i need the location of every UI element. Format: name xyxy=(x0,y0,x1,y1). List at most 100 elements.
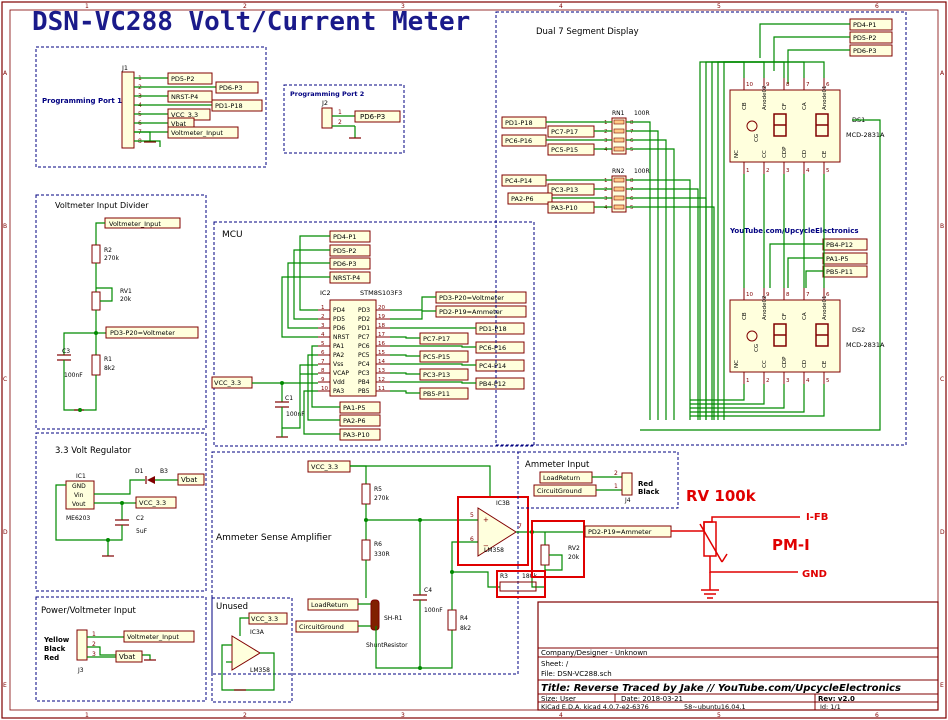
j1-label: PD1-P18 xyxy=(215,102,243,110)
unused-block: Unused VCC_3.3 IC3A LM358 xyxy=(211,597,293,703)
mcu-bottom-label: PA2-P6 xyxy=(343,417,366,425)
mcu-right-label: PD3-P20=Voltmeter xyxy=(439,294,504,302)
border-row-left: A xyxy=(3,70,8,77)
r2-value: 270k xyxy=(104,255,119,262)
mcu-left-pin: 9 xyxy=(321,377,325,383)
prog1-title: Programming Port 1 xyxy=(42,97,122,105)
power-label-vin: Voltmeter_Input xyxy=(127,633,179,641)
mcu-right-label: PD2-P19=Ammeter xyxy=(439,308,503,316)
rn-pin-right: 6 xyxy=(630,196,634,202)
border-col-bottom: 1 xyxy=(85,712,89,719)
j1-label: NRST-P4 xyxy=(171,93,198,101)
mcu-right-label: PB4-P12 xyxy=(479,380,506,388)
ds-ref: DS2 xyxy=(852,326,865,334)
wire-yellow: Yellow xyxy=(43,636,70,644)
j2-label: PD6-P3 xyxy=(360,113,385,121)
vdiv-title: Voltmeter Input Divider xyxy=(55,201,149,210)
ds-bot-pin: 4 xyxy=(806,378,810,384)
border-col-bottom: 2 xyxy=(243,712,247,719)
border-row-right: A xyxy=(940,70,945,77)
c4-value: 100nF xyxy=(424,607,443,614)
mcu-right-pin: 18 xyxy=(378,323,385,329)
title-block: Company/Designer - Unknown Sheet: / File… xyxy=(537,601,939,711)
mcu-right-name: PC3 xyxy=(358,370,370,377)
mcu-right-name: PC7 xyxy=(358,334,370,341)
ds-bot-pin: 3 xyxy=(786,378,790,384)
mcu-right-pin: 17 xyxy=(378,332,385,338)
power-title: Power/Voltmeter Input xyxy=(41,606,137,616)
rn-ref: RN2 xyxy=(612,168,625,175)
ds-bot-name: CE xyxy=(822,360,828,368)
ds-top-name: CF xyxy=(782,313,788,320)
j3-pin-3: 3 xyxy=(92,651,96,658)
ds-top-pin: 6 xyxy=(826,292,830,298)
mcu-left-pin: 4 xyxy=(321,332,325,338)
rn-value: 100R xyxy=(634,168,650,175)
rn-left-label: PC6-P16 xyxy=(505,137,532,145)
ic1-pin-gnd: GND xyxy=(72,483,86,490)
ds-value: MCD-2831A xyxy=(846,341,885,349)
tb-size: Size: User xyxy=(541,695,576,703)
c4-ref: C4 xyxy=(424,587,432,594)
mcu-right-pin: 12 xyxy=(378,377,385,383)
mcu-left-name: PD4 xyxy=(333,307,345,314)
rn-left-label: PC7-P17 xyxy=(551,128,578,136)
ds-bot-pin: 5 xyxy=(826,168,830,174)
prog2-title: Programming Port 2 xyxy=(290,90,364,98)
j1-label: Voltmeter_Input xyxy=(171,129,223,137)
ic1-pin-vin: Vin xyxy=(74,492,84,499)
mcu-right-name: PC6 xyxy=(358,343,370,350)
ds-side-cg: CG xyxy=(754,344,760,352)
ic3b-ref: IC3B xyxy=(496,500,510,507)
mcu-left-name: PD6 xyxy=(333,325,345,332)
rn-pin-right: 8 xyxy=(630,120,634,126)
tb-title: Title: Reverse Traced by Jake // YouTube… xyxy=(541,683,901,694)
border-col-top: 4 xyxy=(559,3,563,10)
rn-pin-left: 3 xyxy=(604,196,608,202)
mcu-left-pin: 5 xyxy=(321,341,325,347)
mcu-left-name: VCAP xyxy=(333,370,349,377)
mcu-right-label: PC3-P13 xyxy=(423,371,450,379)
ammeter-input-block: Ammeter Input LoadReturn CircuitGround 2… xyxy=(517,451,679,509)
mcu-right-label: PC5-P15 xyxy=(423,353,450,361)
border-row-right: C xyxy=(940,376,944,383)
ic1-ref: IC1 xyxy=(76,473,86,480)
ic3b-minus: − xyxy=(483,542,489,550)
ic3a-value: LM358 xyxy=(250,667,270,674)
border-col-top: 3 xyxy=(401,3,405,10)
ammin-title: Ammeter Input xyxy=(525,460,590,470)
ds-top-pin: 8 xyxy=(786,82,790,88)
ds-side-nc: NC xyxy=(734,150,740,158)
youtube-link[interactable]: YouTube.com/UpcycleElectronics xyxy=(729,227,859,235)
rn-pin-left: 3 xyxy=(604,138,608,144)
mcu-right-pin: 14 xyxy=(378,359,385,365)
ds-top-name: CF xyxy=(782,103,788,110)
c3-value: 100nF xyxy=(64,372,83,379)
rv1-ref: RV1 xyxy=(120,288,132,295)
mcu-bottom-label: PA1-P5 xyxy=(343,404,366,412)
mcu-left-name: Vdd xyxy=(333,379,345,386)
tb-kicad-2: 58~ubuntu16.04.1 xyxy=(684,703,746,711)
rn-pin-right: 6 xyxy=(630,138,634,144)
mcu-right-label: PC7-P17 xyxy=(423,335,450,343)
ds-value: MCD-2831A xyxy=(846,131,885,139)
ds-top-name: Anode01 xyxy=(822,86,828,111)
wire-black: Black xyxy=(44,645,66,653)
border-row-left: C xyxy=(3,376,7,383)
tb-rev: Rev: v2.0 xyxy=(818,695,855,703)
border-row-right: E xyxy=(940,682,944,689)
mcu-right-pin: 19 xyxy=(378,314,385,320)
border-col-bottom: 4 xyxy=(559,712,563,719)
ic3b-plus: + xyxy=(483,516,489,524)
rn-pin-left: 1 xyxy=(604,178,608,184)
ic1-value: ME6203 xyxy=(66,515,90,522)
mcu-left-pin: 7 xyxy=(321,359,325,365)
border-row-right: B xyxy=(940,223,944,230)
r1-value: 8k2 xyxy=(104,365,115,372)
ds-bot-name: CDP xyxy=(782,356,788,368)
ds-bot-name: CD xyxy=(802,150,808,158)
r6-ref: R6 xyxy=(374,541,382,548)
